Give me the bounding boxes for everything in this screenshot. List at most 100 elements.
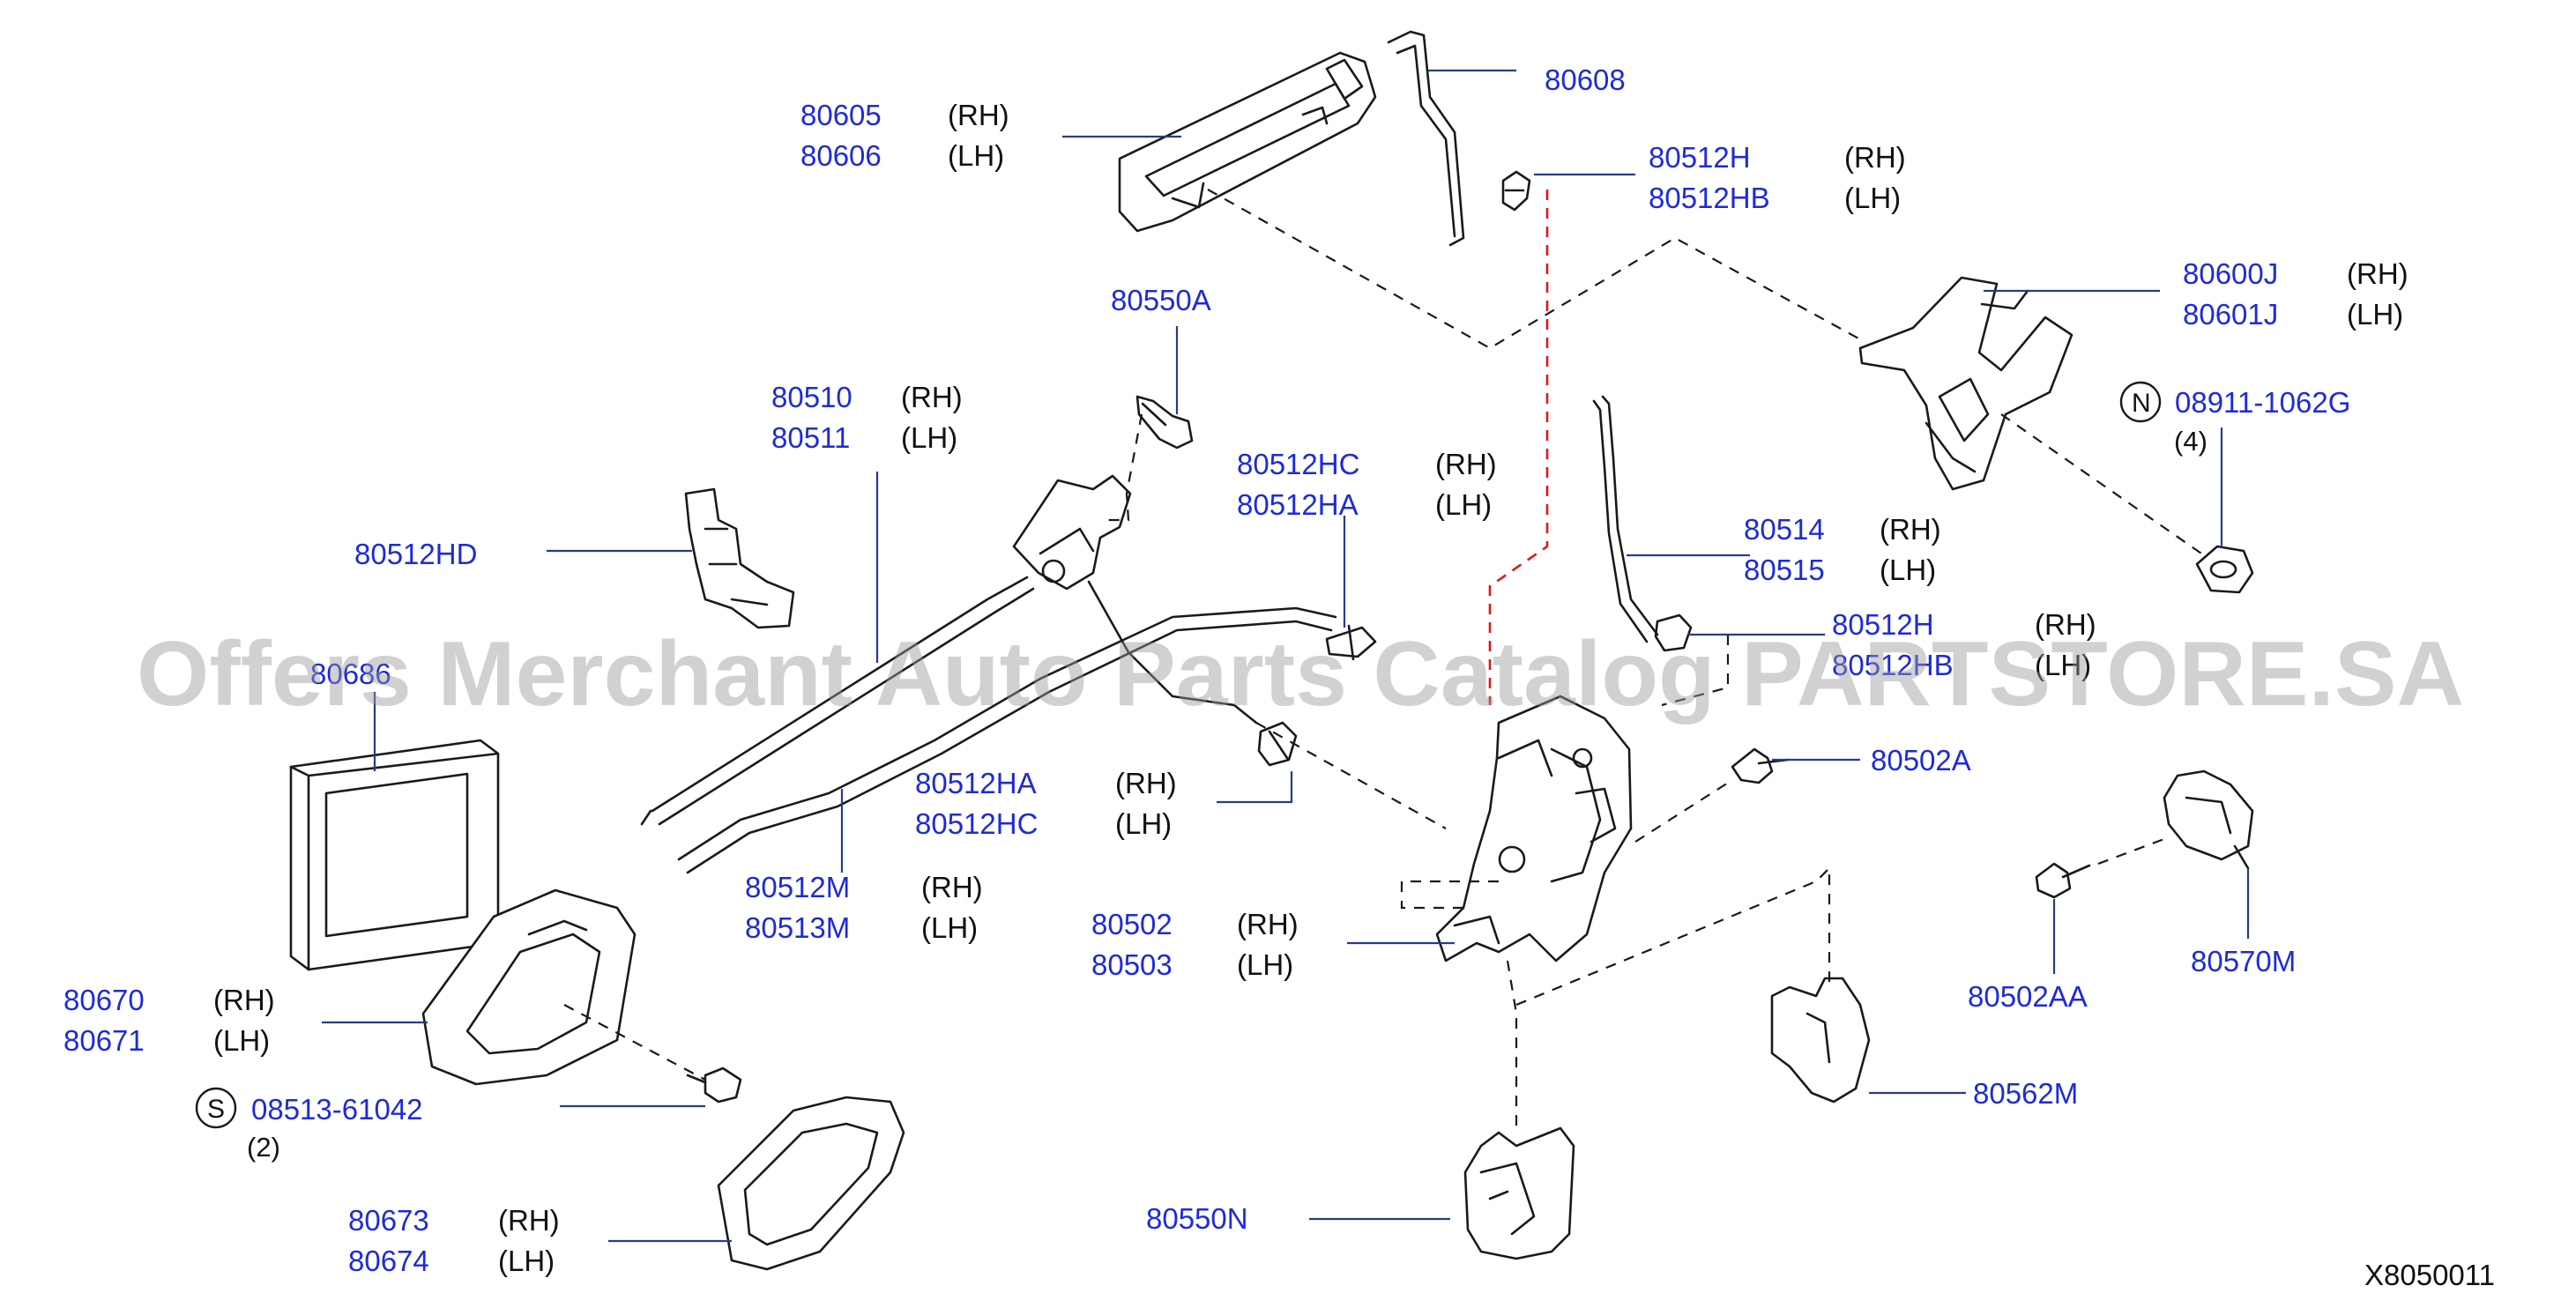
part-number: 80512H xyxy=(1649,141,1751,174)
part-number: 80606 xyxy=(800,139,882,172)
part-number: 80512HC xyxy=(1237,448,1359,480)
part-clip-80512HA xyxy=(1257,721,1298,767)
part-number: 80608 xyxy=(1545,63,1626,96)
callout-80511: 80511 (LH) xyxy=(771,421,957,454)
side-label: (RH) xyxy=(948,99,1009,131)
callout-80510: 80510 (RH) xyxy=(771,381,963,413)
part-number: 80512HC xyxy=(915,807,1038,840)
side-label: (RH) xyxy=(901,381,963,413)
side-label: (RH) xyxy=(2035,608,2096,641)
side-label: (LH) xyxy=(921,911,978,944)
part-inside-handle-80670 xyxy=(421,888,637,1086)
part-number: 80673 xyxy=(348,1204,429,1237)
side-label: (LH) xyxy=(213,1024,270,1057)
part-number: 80510 xyxy=(771,381,852,413)
part-number: 80513M xyxy=(745,911,850,944)
callout-80512M: 80512M (RH) xyxy=(745,871,983,903)
callout-80514: 80514 (RH) xyxy=(1744,513,1941,546)
part-number: 08911-1062G xyxy=(2175,386,2350,419)
callout-80562M: 80562M xyxy=(1973,1077,2078,1110)
part-number: 80511 xyxy=(771,421,850,454)
part-nut-08911 xyxy=(2195,545,2254,594)
watermark-text: Offers Merchant Auto Parts Catalog PARTS… xyxy=(137,623,2464,725)
callout-80515: 80515 (LH) xyxy=(1744,554,1936,586)
side-label: (RH) xyxy=(1844,141,1906,174)
prefix-circle xyxy=(2119,381,2162,423)
part-rod-80514 xyxy=(1592,395,1659,643)
part-number: 80670 xyxy=(63,984,145,1016)
callout-80605: 80605 (RH) xyxy=(800,99,1009,131)
part-screw-08513 xyxy=(686,1066,742,1104)
callout-80600J: 80600J (RH) xyxy=(2183,257,2408,290)
part-number: 80502A xyxy=(1871,744,1971,777)
side-label: (LH) xyxy=(1844,182,1901,214)
part-number: 80502 xyxy=(1091,908,1173,940)
callout-80512HB-lower: 80512HB (LH) xyxy=(1832,649,2091,681)
callout-80550N: 80550N xyxy=(1146,1202,1248,1235)
part-number: 08513-61042 xyxy=(251,1093,423,1126)
callout-80674: 80674 (LH) xyxy=(348,1245,555,1277)
callout-80502AA: 80502AA xyxy=(1968,980,2088,1013)
part-lever-assembly xyxy=(1012,474,1258,725)
part-number: 80570M xyxy=(2191,945,2296,977)
side-label: (RH) xyxy=(213,984,275,1016)
side-label: (LH) xyxy=(1435,488,1492,521)
part-number: 80512H xyxy=(1832,608,1934,641)
callout-08911-1062G: N 08911-1062G (4) xyxy=(2119,381,2350,457)
callout-80512HA-lower: 80512HA (RH) xyxy=(915,767,1177,799)
part-number: 80686 xyxy=(310,658,391,690)
prefix-letter: S xyxy=(207,1095,225,1124)
part-clip-80512H-lower xyxy=(1654,613,1693,652)
leader-lines xyxy=(322,69,2250,1243)
part-screw-80502A xyxy=(1731,747,1790,784)
part-screw-80502AA xyxy=(2035,862,2091,899)
side-label: (RH) xyxy=(921,871,983,903)
part-rod-80510 xyxy=(640,576,1035,826)
part-rod-80608 xyxy=(1387,30,1465,247)
callout-80512HC-upper: 80512HC (RH) xyxy=(1237,448,1497,480)
callout-08513-61042: S 08513-61042 (2) xyxy=(195,1087,423,1163)
quantity: (4) xyxy=(2174,426,2207,457)
callout-80512HB-top: 80512HB (LH) xyxy=(1649,182,1901,214)
side-label: (LH) xyxy=(948,139,1004,172)
callout-80512HA-upper: 80512HA (LH) xyxy=(1237,488,1492,521)
part-number: 80562M xyxy=(1973,1077,2078,1110)
part-bolt-80550A xyxy=(1135,395,1194,450)
callout-80512HD: 80512HD xyxy=(354,538,477,570)
part-number: 80502AA xyxy=(1968,980,2088,1013)
part-number: 80600J xyxy=(2183,257,2278,290)
prefix-letter: N xyxy=(2132,389,2151,418)
side-label: (RH) xyxy=(1237,908,1299,940)
part-bracket-80512HD xyxy=(684,487,795,629)
callout-80513M: 80513M (LH) xyxy=(745,911,978,944)
assembly-lines xyxy=(563,189,2205,1128)
part-clip-80512HC xyxy=(1325,624,1377,661)
side-label: (LH) xyxy=(2035,649,2091,681)
part-number: 80671 xyxy=(63,1024,145,1057)
side-label: (RH) xyxy=(498,1204,560,1237)
callout-80512HC-lower: 80512HC (LH) xyxy=(915,807,1172,840)
part-bracket-80600J xyxy=(1858,276,2073,491)
diagram-code: X8050011 xyxy=(2364,1259,2495,1291)
part-clip-80512H-top xyxy=(1501,170,1531,212)
part-number: 80512HA xyxy=(1237,488,1359,521)
part-rod-80512M xyxy=(677,606,1337,874)
part-outside-handle xyxy=(1118,51,1377,233)
part-number: 80503 xyxy=(1091,948,1173,981)
callout-80608: 80608 xyxy=(1545,63,1626,96)
side-label: (LH) xyxy=(1115,807,1172,840)
callout-80601J: 80601J (LH) xyxy=(2183,298,2403,331)
callout-80686: 80686 xyxy=(310,658,391,690)
callout-80503: 80503 (LH) xyxy=(1091,948,1293,981)
callout-80550A: 80550A xyxy=(1111,284,1211,316)
callout-80606: 80606 (LH) xyxy=(800,139,1004,172)
part-number: 80514 xyxy=(1744,513,1825,546)
callout-80671: 80671 (LH) xyxy=(63,1024,270,1057)
part-number: 80512HB xyxy=(1649,182,1770,214)
side-label: (LH) xyxy=(901,421,957,454)
part-number: 80512M xyxy=(745,871,850,903)
side-label: (LH) xyxy=(498,1245,555,1277)
side-label: (LH) xyxy=(2347,298,2403,331)
part-escutcheon-80673 xyxy=(717,1096,905,1271)
